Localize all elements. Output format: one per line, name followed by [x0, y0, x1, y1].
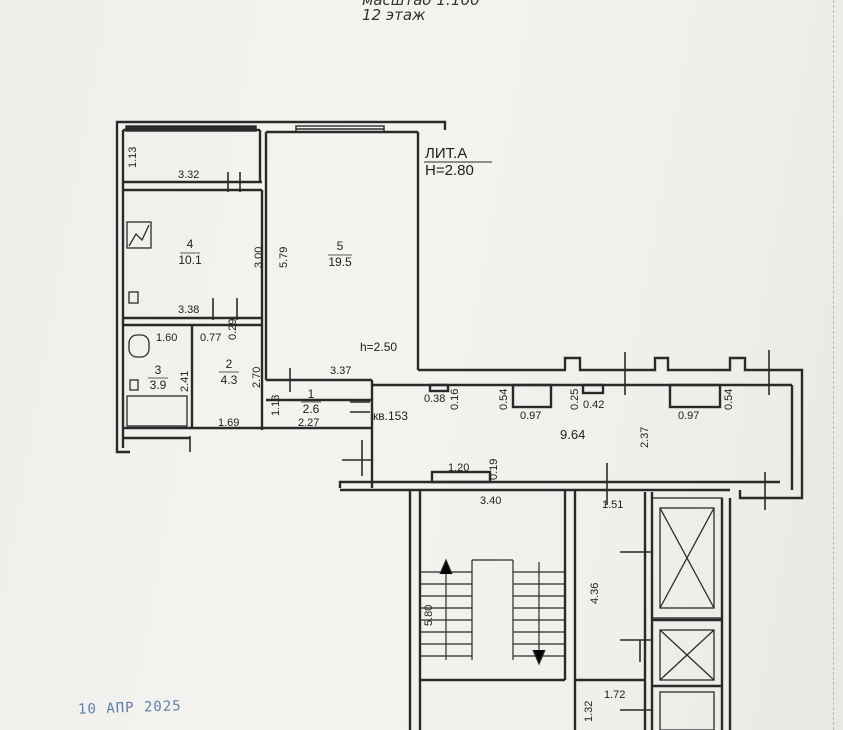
dim-3-38: 3.38 — [178, 304, 199, 316]
dim-0-54-right: 0.54 — [723, 389, 735, 410]
dim-1-32: 1.32 — [583, 701, 595, 722]
scale-caption: масштаб 1:100 — [362, 0, 480, 9]
dim-0-77: 0.77 — [200, 332, 221, 344]
dim-3-37: 3.37 — [330, 365, 351, 377]
room-1-number: 1 — [308, 387, 315, 401]
dim-3-00: 3.00 — [253, 247, 265, 268]
corridor-area: 9.64 — [560, 427, 585, 442]
room-4-area: 10.1 — [178, 253, 202, 267]
room-5-number: 5 — [337, 239, 344, 253]
floor-caption: 12 этаж — [362, 6, 426, 24]
litera-name: ЛИТ.А — [425, 145, 467, 162]
dim-0-97-right: 0.97 — [678, 410, 699, 422]
notebook-margin-line — [833, 0, 835, 730]
room-2-area: 4.3 — [221, 373, 238, 387]
room-labels: 4 10.1 5 19.5 3 3.9 2 4.3 1 2.6 кв.153 h… — [148, 237, 585, 442]
room-1-area: 2.6 — [303, 402, 320, 416]
dim-3-32: 3.32 — [178, 169, 199, 181]
dim-1-72: 1.72 — [604, 689, 625, 701]
room-2-number: 2 — [226, 357, 233, 371]
dim-0-97-left: 0.97 — [520, 410, 541, 422]
dim-4-36: 4.36 — [589, 583, 601, 604]
room-3-number: 3 — [155, 363, 162, 377]
apartment-number: кв.153 — [373, 409, 408, 423]
stairs — [420, 558, 565, 666]
dim-1-13-balcony: 1.13 — [127, 147, 139, 168]
fixtures — [126, 221, 723, 730]
dim-0-19: 0.19 — [488, 459, 500, 480]
dim-0-25: 0.25 — [569, 389, 581, 410]
dim-2-37: 2.37 — [639, 427, 651, 448]
building-height: Н=2.80 — [425, 162, 474, 179]
dim-2-27: 2.27 — [298, 417, 319, 429]
room-height: h=2.50 — [360, 340, 397, 354]
dim-1-69: 1.69 — [218, 417, 239, 429]
dim-5-80: 5.80 — [423, 605, 435, 626]
room-4-number: 4 — [187, 237, 194, 251]
dim-3-40: 3.40 — [480, 495, 501, 507]
dim-1-51: 1.51 — [602, 499, 623, 511]
dim-0-42: 0.42 — [583, 399, 604, 411]
dim-5-79: 5.79 — [278, 247, 290, 268]
dim-0-54-left: 0.54 — [498, 389, 510, 410]
room-3-area: 3.9 — [150, 378, 167, 392]
dimension-labels: 1.13 3.32 3.00 5.79 3.38 0.29 1.60 0.77 … — [127, 147, 735, 722]
door-marks — [189, 172, 770, 711]
dim-1-13-hall: 1.13 — [270, 395, 282, 416]
dim-0-38: 0.38 — [424, 393, 445, 405]
dim-0-16: 0.16 — [449, 389, 461, 410]
dim-1-60: 1.60 — [156, 332, 177, 344]
dim-2-41: 2.41 — [179, 371, 191, 392]
dim-2-70: 2.70 — [251, 367, 263, 388]
room-5-area: 19.5 — [328, 255, 352, 269]
windows — [125, 125, 385, 133]
dim-0-29: 0.29 — [227, 319, 239, 340]
dim-1-20: 1.20 — [448, 462, 469, 474]
